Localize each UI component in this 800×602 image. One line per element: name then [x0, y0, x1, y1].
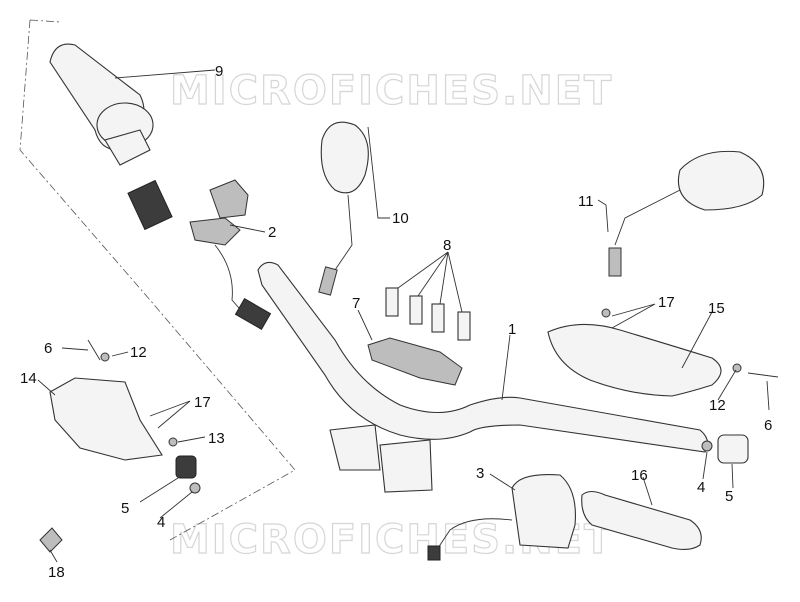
callout-9: 9 [215, 63, 223, 80]
right-handguard-part [547, 323, 722, 397]
callout-4-left: 4 [157, 514, 165, 531]
callout-14: 14 [20, 370, 37, 387]
callout-1: 1 [508, 321, 516, 338]
callout-12-left: 12 [130, 344, 147, 361]
watermark-top: MICROFICHES.NET [170, 68, 613, 114]
throttle-grip-part [49, 43, 173, 231]
callout-11: 11 [578, 193, 594, 210]
callout-4-right: 4 [697, 479, 705, 496]
callout-17-right: 17 [658, 294, 675, 311]
switch-housing-part [427, 473, 576, 561]
left-group-outline [19, 19, 296, 541]
callout-15: 15 [708, 300, 725, 317]
risers-part [329, 424, 433, 493]
callout-5-left: 5 [121, 500, 129, 517]
left-handguard-part [49, 377, 163, 461]
callout-16: 16 [631, 467, 648, 484]
callout-13: 13 [208, 430, 225, 447]
left-grip-part [581, 490, 702, 551]
left-mirror-part [318, 121, 369, 296]
riser-clamp-part [367, 337, 463, 386]
callout-18: 18 [48, 564, 65, 581]
left-hardware-part [87, 339, 201, 494]
callout-6-left: 6 [44, 340, 52, 357]
callout-10: 10 [392, 210, 409, 227]
bolts-part [385, 287, 471, 341]
callout-5-right: 5 [725, 488, 733, 505]
leader-lines [37, 69, 770, 563]
callout-17-left: 17 [194, 394, 211, 411]
callout-2: 2 [268, 224, 276, 241]
wire-cover-part [189, 179, 272, 330]
clip-part [39, 527, 63, 553]
callout-12-right: 12 [709, 397, 726, 414]
callout-6-right: 6 [764, 417, 772, 434]
callout-7: 7 [352, 295, 360, 312]
callout-3: 3 [476, 465, 484, 482]
right-mirror-part [608, 150, 765, 277]
handlebar-part [257, 261, 709, 453]
right-hardware-part [601, 308, 779, 464]
callout-8: 8 [443, 237, 451, 254]
